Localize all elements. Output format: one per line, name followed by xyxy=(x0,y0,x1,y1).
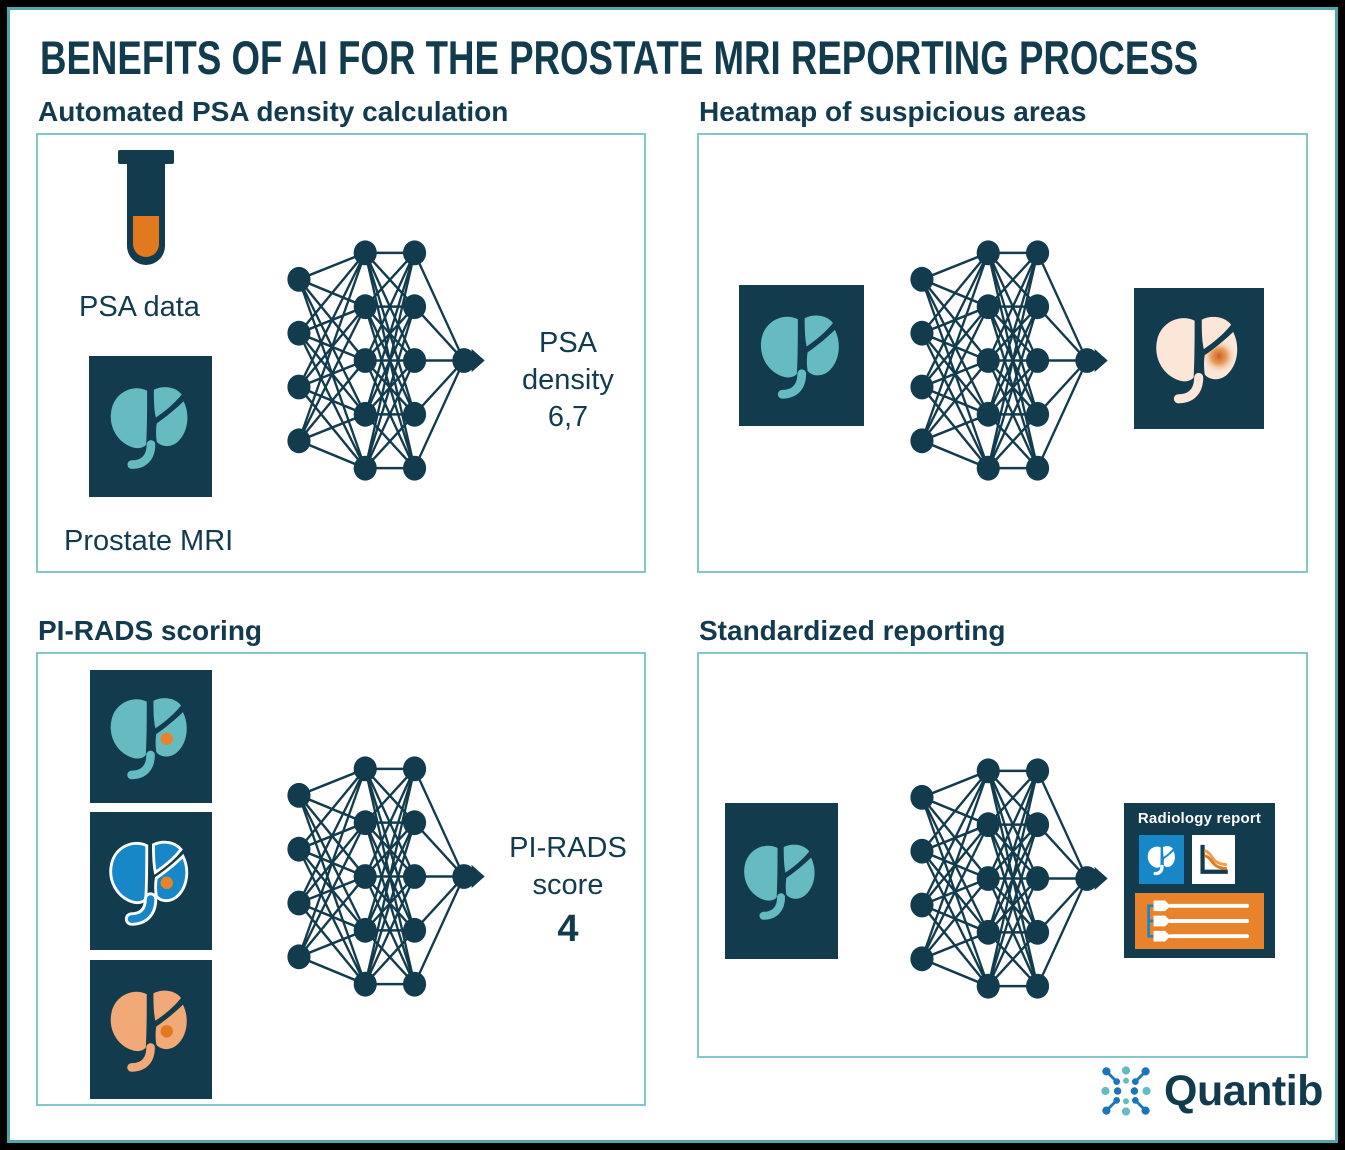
prostate-lesion-teal-icon xyxy=(90,670,212,803)
radiology-report-card: Radiology report xyxy=(1124,803,1275,958)
prostate-lesion-peach-icon xyxy=(90,960,212,1099)
neural-network-diagram xyxy=(282,744,487,1009)
psa-density-output-line: density xyxy=(522,364,614,396)
heading-heatmap: Heatmap of suspicious areas xyxy=(699,96,1087,127)
heading-psa-density: Automated PSA density calculation xyxy=(38,96,509,127)
report-title: Radiology report xyxy=(1137,810,1262,827)
page-title: BENEFITS OF AI FOR THE PROSTATE MRI REPO… xyxy=(40,31,1199,84)
prostate-mri-label: Prostate MRI xyxy=(64,525,234,557)
prostate-input-icon xyxy=(739,285,864,426)
pirads-score-value: 4 xyxy=(557,908,579,950)
psa-density-output-line: PSA xyxy=(538,327,598,359)
neural-network-diagram xyxy=(905,228,1110,493)
psa-data-label: PSA data xyxy=(79,291,200,323)
quantib-logo: Quantib xyxy=(1098,1063,1323,1119)
panel-reporting: Radiology report xyxy=(697,652,1308,1058)
psa-density-output: PSA density 6,7 xyxy=(502,325,634,436)
neural-network-diagram xyxy=(905,746,1110,1011)
neural-network-diagram xyxy=(282,228,487,493)
heading-reporting: Standardized reporting xyxy=(699,615,1006,646)
psa-density-value: 6,7 xyxy=(547,401,589,433)
panel-pirads: PI-RADS score 4 xyxy=(36,652,646,1106)
prostate-input-icon xyxy=(725,803,838,959)
report-chart-thumbnail xyxy=(1192,835,1235,884)
test-tube-icon xyxy=(118,150,174,265)
report-prostate-thumbnail xyxy=(1139,835,1184,884)
prostate-lesion-blue-icon xyxy=(90,812,212,950)
report-findings-list-icon xyxy=(1135,893,1264,949)
prostate-mri-icon xyxy=(89,356,212,497)
prostate-heatmap-icon xyxy=(1134,288,1264,429)
panel-heatmap xyxy=(697,133,1308,573)
panel-psa-density: PSA data Prostate MRI PSA density 6,7 xyxy=(36,133,646,573)
pirads-output: PI-RADS score 4 xyxy=(497,830,639,950)
pirads-output-line: score xyxy=(532,869,604,901)
heading-pirads: PI-RADS scoring xyxy=(38,615,263,646)
quantib-logo-icon xyxy=(1101,1066,1151,1116)
pirads-output-line: PI-RADS xyxy=(509,832,627,864)
quantib-logo-text: Quantib xyxy=(1164,1066,1323,1115)
decline-chart-icon xyxy=(1200,844,1228,874)
